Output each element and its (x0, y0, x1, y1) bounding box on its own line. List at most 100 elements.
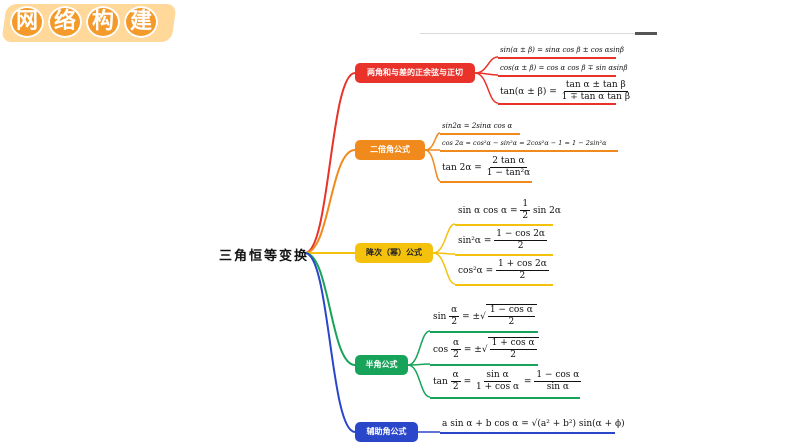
banner-char: 络 (48, 6, 82, 38)
formula-underline (440, 432, 615, 434)
formula-mid: = ± (462, 312, 481, 322)
formula-underline (455, 284, 553, 286)
formula-lhs: sin α cos α = (458, 206, 518, 216)
formula-lhs: sin²α = (458, 236, 492, 246)
fraction-denominator: 2 (519, 271, 526, 281)
fraction-denominator: 2 (517, 241, 524, 251)
connector-root-branch2 (304, 149, 356, 254)
header-divider (420, 33, 635, 34)
formula-underline (440, 181, 532, 183)
fraction-denominator: 1 − tan²α (486, 168, 531, 178)
banner-title: 网 络 构 建 (10, 6, 158, 38)
fraction-numerator: sin α (484, 370, 511, 382)
fraction-numerator: 1 + cos α (489, 338, 537, 350)
fraction-numerator: tan α ± tan β (563, 80, 628, 92)
fraction-denominator: 2 (453, 350, 459, 360)
formula-lhs: cos (433, 345, 449, 355)
fraction-denominator: 1 ∓ tan α tan β (561, 92, 631, 102)
banner-char: 建 (124, 6, 158, 38)
formula-underline (440, 133, 520, 135)
fraction-numerator: 1 (520, 199, 531, 211)
fraction-denominator: sin α (546, 382, 569, 392)
fraction-numerator: 1 − cos α (487, 305, 535, 317)
connector-b2-f1 (424, 132, 441, 151)
formula-rhs: sin 2α (533, 206, 561, 216)
fraction-numerator: α (450, 370, 461, 382)
fraction-denominator: 1 + cos α (476, 382, 520, 392)
connector-root-branch4 (304, 252, 356, 366)
formula-underline (498, 75, 616, 77)
connector-root-branch5 (304, 252, 356, 433)
connector-b4-f3 (407, 364, 431, 398)
formula-underline (430, 364, 538, 366)
formula-lhs: tan (433, 377, 448, 387)
formula-cos-sum: cos(α ± β) = cos α cos β ∓ sin αsinβ (500, 64, 628, 72)
fraction-numerator: 2 tan α (490, 156, 527, 168)
banner-char: 网 (10, 6, 44, 38)
root-node: 三角恒等变换 (219, 249, 310, 264)
header-divider-accent (635, 32, 657, 35)
connector-b3-f1 (432, 223, 456, 254)
formula-underline (455, 254, 553, 256)
formula-sin-sum: sin(α ± β) = sinα cos β ± cos αsinβ (500, 46, 624, 54)
fraction-denominator: 2 (451, 317, 458, 327)
connector-b3-f3 (432, 252, 456, 285)
branch-node-auxiliary-angle: 辅助角公式 (355, 422, 418, 442)
banner-char: 构 (86, 6, 120, 38)
fraction-denominator: 2 (522, 211, 529, 221)
formula-underline (498, 103, 616, 105)
branch-node-half-angle: 半角公式 (355, 355, 408, 375)
fraction-numerator: 1 − cos α (534, 370, 582, 382)
branch-node-sum-difference: 两角和与差的正余弦与正切 (355, 63, 475, 83)
formula-underline (430, 331, 538, 333)
connector-b4-f1 (407, 330, 431, 366)
fraction-denominator: 2 (452, 382, 459, 392)
connector-b1-f1 (474, 56, 499, 74)
formula-mid: = (523, 377, 532, 387)
formula-mid: = (463, 377, 472, 387)
formula-mid: = ± (463, 345, 482, 355)
formula-underline (455, 224, 553, 226)
formula-underline (498, 57, 616, 59)
formula-lhs: sin (433, 312, 447, 322)
formula-lhs: tan 2α = (442, 163, 482, 173)
connector-root-branch1 (304, 72, 356, 254)
fraction-numerator: 1 − cos 2α (494, 229, 547, 241)
fraction-numerator: α (449, 305, 460, 317)
formula-cos-double: cos 2α = cos²α − sin²α = 2cos²α − 1 = 1 … (442, 139, 607, 147)
connector-b2-f3 (424, 149, 441, 182)
fraction-numerator: α (450, 338, 462, 350)
formula-lhs: tan(α ± β) = (500, 87, 557, 97)
formula-lhs: cos²α = (458, 266, 494, 276)
formula-auxiliary-angle: a sin α + b cos α = √(a² + b²) sin(α + ϕ… (442, 419, 625, 429)
fraction-numerator: 1 + cos 2α (496, 259, 549, 271)
branch-node-double-angle: 二倍角公式 (355, 140, 425, 160)
branch-node-power-reduction: 降次（幂）公式 (355, 243, 433, 263)
connector-b1-f3 (474, 72, 499, 104)
formula-underline (440, 150, 618, 152)
fraction-denominator: 2 (510, 350, 516, 360)
